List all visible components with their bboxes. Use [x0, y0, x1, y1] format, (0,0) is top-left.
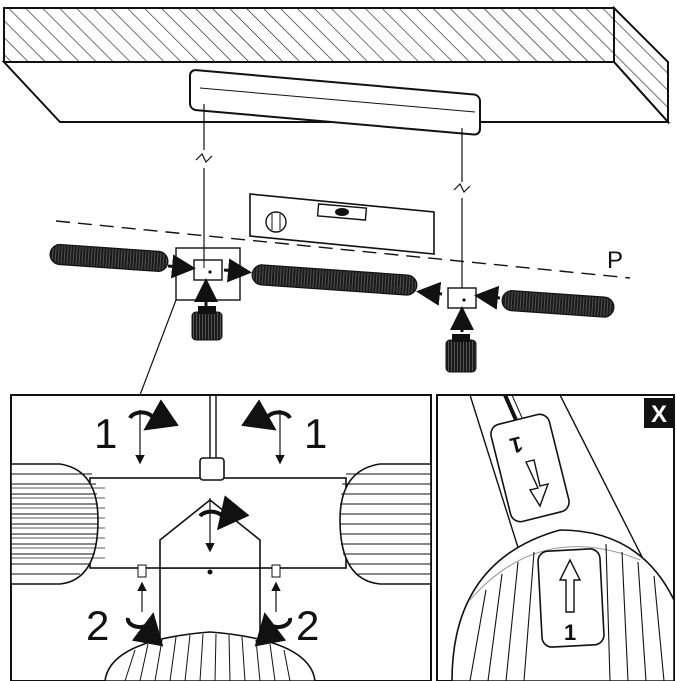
alignment-tag-lower-number: 1	[564, 620, 576, 645]
alignment-tag-upper	[490, 413, 570, 523]
rotation-arrow-left-top	[128, 399, 179, 465]
alignment-tag-lower	[537, 548, 605, 648]
connector-left	[167, 254, 252, 341]
rotation-arrow-center	[198, 495, 250, 553]
step-number-top-left: 1	[94, 410, 117, 457]
plane-label: P	[607, 247, 623, 274]
detail-x-badge: X	[644, 398, 674, 428]
step-number-top-right: 1	[304, 410, 327, 457]
rib-lines-left	[11, 473, 98, 575]
suspension-cables	[195, 104, 471, 290]
light-bar-right	[501, 290, 615, 318]
ceiling-canopy	[189, 69, 481, 136]
spirit-level	[249, 193, 435, 255]
callout-leader-line	[139, 299, 177, 396]
light-bar-left	[49, 243, 169, 272]
step-number-bottom-left: 2	[86, 602, 109, 649]
step-number-bottom-right: 2	[296, 602, 319, 649]
reference-plane-line	[55, 220, 631, 279]
rib-lines-right	[340, 473, 431, 575]
rotation-arrow-left-bottom	[125, 581, 164, 647]
detail-x-label: X	[651, 401, 667, 428]
rotation-arrow-right-top	[241, 399, 292, 465]
alignment-tag-upper-number: 1	[507, 431, 525, 458]
rotation-arrow-right-bottom	[254, 581, 293, 647]
light-bar-middle	[251, 264, 418, 296]
connector-right	[416, 281, 501, 373]
